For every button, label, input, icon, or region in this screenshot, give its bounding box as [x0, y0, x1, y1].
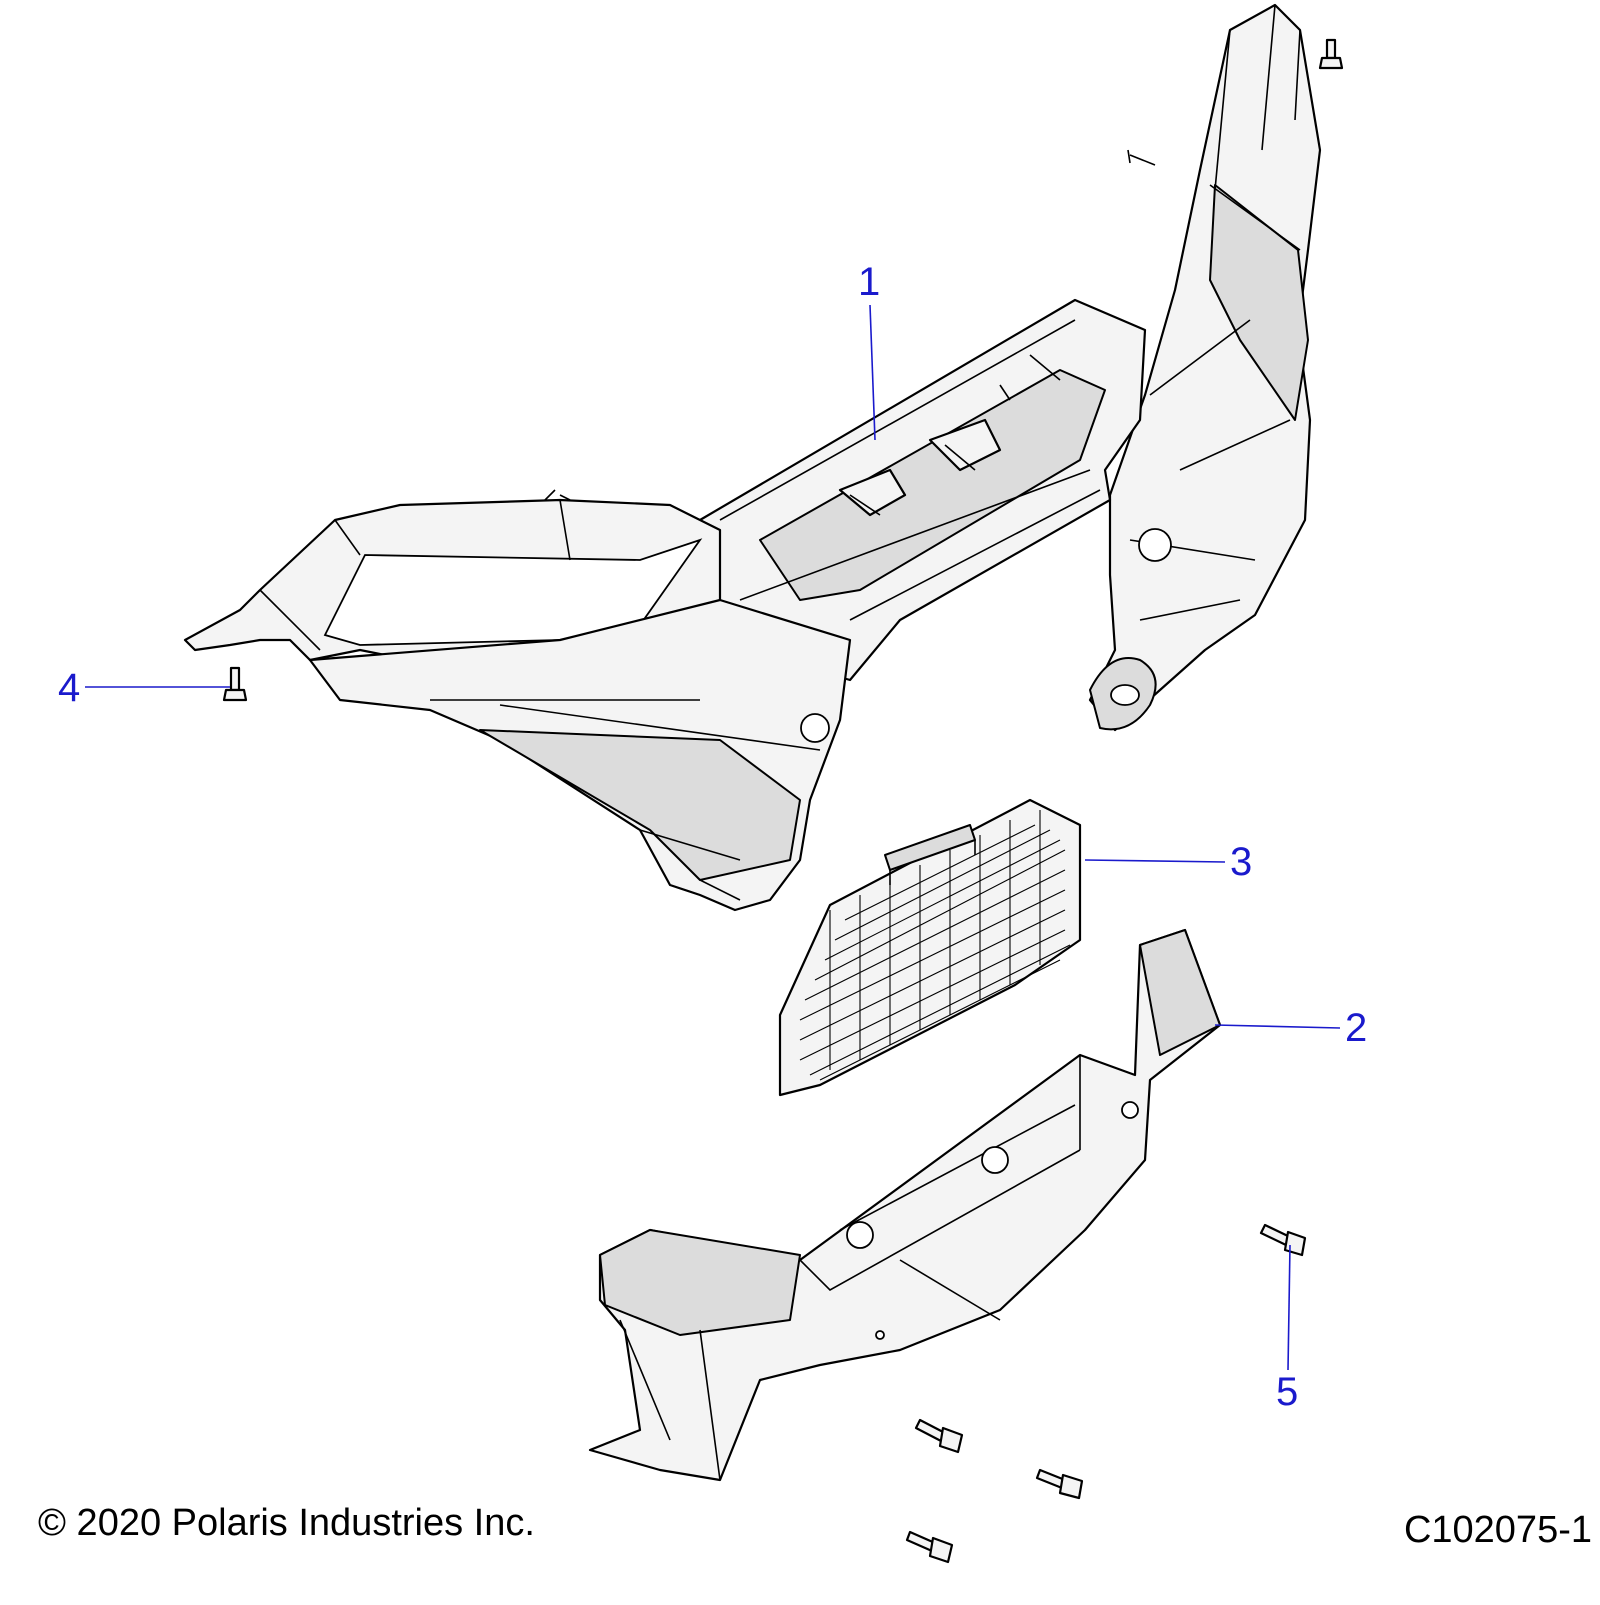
- copyright-text: © 2020 Polaris Industries Inc.: [38, 1502, 535, 1544]
- leader-3: [1084, 859, 1226, 863]
- bolt-lower-b-part: [1035, 1468, 1084, 1500]
- callout-4: 4: [58, 666, 81, 710]
- callout-5: 5: [1276, 1370, 1299, 1414]
- figure-id: C102075-1: [1403, 1509, 1592, 1551]
- bolt-lower-c-part: [905, 1530, 954, 1564]
- callout-3: 3: [1230, 840, 1253, 884]
- bolt-5-part: [1259, 1223, 1307, 1257]
- grille-part: [778, 798, 1082, 1097]
- callout-2: 2: [1345, 1006, 1368, 1050]
- front-bumper-part: [183, 3, 1322, 912]
- lower-bumper-part: [588, 928, 1222, 1482]
- bolt-lower-a-part: [914, 1418, 964, 1454]
- screw-top-part: [1318, 38, 1344, 70]
- leader-5: [1287, 1244, 1291, 1371]
- leader-lines: [85, 304, 1341, 1371]
- screw-4-part: [222, 666, 248, 702]
- leader-2: [1214, 1024, 1341, 1029]
- grille-mesh: [799, 810, 1071, 1081]
- leader-1: [869, 304, 876, 441]
- callout-1: 1: [858, 260, 881, 304]
